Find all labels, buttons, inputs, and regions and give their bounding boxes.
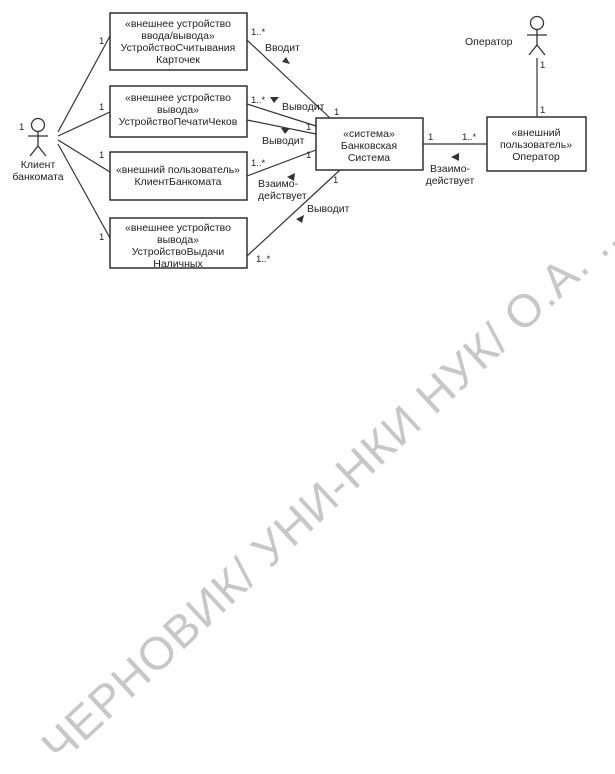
card-reader-line4: Карточек bbox=[156, 54, 200, 66]
mult-atmclient-many: 1..* bbox=[251, 158, 266, 169]
client-actor bbox=[28, 117, 48, 157]
mult-operator-actor-top: 1 bbox=[540, 60, 545, 71]
operator-box-line3: Оператор bbox=[512, 151, 560, 163]
printer-assoc-label-2: Выводит bbox=[262, 135, 305, 147]
client-label-1: Клиент bbox=[21, 159, 56, 171]
operator-head-icon bbox=[529, 15, 545, 31]
watermark: ЧЕРНОВИК/ УНИ-НКИ НУК/ О.А. ... bbox=[31, 200, 615, 772]
line-client-dispenser bbox=[57, 143, 111, 239]
dispenser-assoc-label: Выводит bbox=[307, 203, 350, 215]
reader-direction-icon bbox=[282, 57, 290, 64]
line-atmclient-system bbox=[246, 149, 317, 177]
card-reader-line1: «внешнее устройство bbox=[125, 18, 231, 30]
printer-direction-icon-2 bbox=[281, 128, 290, 134]
bank-system-line1: «система» bbox=[343, 128, 395, 140]
atmclient-direction-icon bbox=[287, 173, 295, 181]
operator-leg-left bbox=[528, 44, 538, 56]
dispenser-line4: Наличных bbox=[153, 258, 203, 270]
operator-box-line2: пользователь» bbox=[500, 139, 572, 151]
client-label-2: банкомата bbox=[12, 171, 63, 183]
printer-assoc-label: Выводит bbox=[282, 101, 325, 113]
operator-direction-icon bbox=[451, 153, 459, 161]
actor-leg-left bbox=[29, 145, 39, 157]
atm-client-line1: «внешний пользователь» bbox=[116, 164, 240, 176]
line-client-reader bbox=[57, 35, 111, 133]
mult-system-operator: 1 bbox=[428, 132, 433, 143]
actor-leg-right bbox=[37, 145, 47, 157]
printer-direction-icon bbox=[270, 97, 279, 103]
operator-leg-right bbox=[536, 44, 546, 56]
operator-assoc-label-1: Взаимо- bbox=[430, 163, 471, 175]
atm-client-line2: КлиентБанкомата bbox=[135, 176, 222, 188]
card-reader-line2: ввода/вывода» bbox=[141, 30, 215, 42]
printer-line1: «внешнее устройство bbox=[125, 92, 231, 104]
operator-box-line1: «внешний bbox=[511, 127, 560, 139]
mult-printer-many: 1..* bbox=[251, 95, 266, 106]
mult-client-printer: 1 bbox=[99, 102, 104, 113]
line-printer-system-2 bbox=[246, 119, 317, 135]
card-reader-box bbox=[109, 12, 248, 71]
bank-system-line2: Банковская bbox=[341, 140, 397, 152]
mult-operator-actor-bottom: 1 bbox=[540, 105, 545, 116]
operator-assoc-label-2: действует bbox=[426, 175, 475, 187]
atmclient-label-1: Взаимо- bbox=[258, 178, 299, 190]
mult-client-reader: 1 bbox=[99, 36, 104, 47]
mult-atmclient-system: 1 bbox=[306, 150, 311, 161]
card-reader-line3: УстройствоСчитывания bbox=[121, 42, 236, 54]
line-printer-system bbox=[246, 103, 317, 127]
line-dispenser-system bbox=[246, 169, 341, 257]
operator-actor bbox=[527, 15, 547, 56]
bank-system-line3: Система bbox=[348, 152, 390, 164]
reader-assoc-label: Вводит bbox=[265, 42, 300, 54]
mult-reader-system: 1 bbox=[334, 107, 339, 118]
line-client-atmclient bbox=[57, 139, 111, 173]
dispenser-line1: «внешнее устройство bbox=[125, 222, 231, 234]
dispenser-box bbox=[109, 217, 248, 269]
atmclient-label-2: действует bbox=[258, 190, 307, 202]
mult-client-atmclient: 1 bbox=[99, 150, 104, 161]
printer-box bbox=[109, 85, 248, 138]
mult-dispenser-many: 1..* bbox=[256, 254, 271, 265]
client-multiplicity: 1 bbox=[19, 122, 24, 133]
operator-actor-label: Оператор bbox=[465, 36, 513, 48]
actor-head-icon bbox=[30, 117, 46, 133]
mult-client-dispenser: 1 bbox=[99, 232, 104, 243]
mult-reader-many: 1..* bbox=[251, 27, 266, 38]
atm-client-box bbox=[109, 151, 248, 201]
mult-operator-many: 1..* bbox=[462, 132, 477, 143]
line-client-printer bbox=[57, 111, 111, 137]
dispenser-direction-icon bbox=[296, 215, 304, 223]
dispenser-line2: вывода» bbox=[157, 234, 199, 246]
printer-line3: УстройствоПечатиЧеков bbox=[119, 116, 238, 128]
mult-printer-system: 1 bbox=[306, 122, 311, 133]
printer-line2: вывода» bbox=[157, 104, 199, 116]
mult-dispenser-system: 1 bbox=[333, 175, 338, 186]
line-reader-system bbox=[246, 39, 331, 119]
dispenser-line3: УстройствоВыдачи bbox=[132, 246, 225, 258]
